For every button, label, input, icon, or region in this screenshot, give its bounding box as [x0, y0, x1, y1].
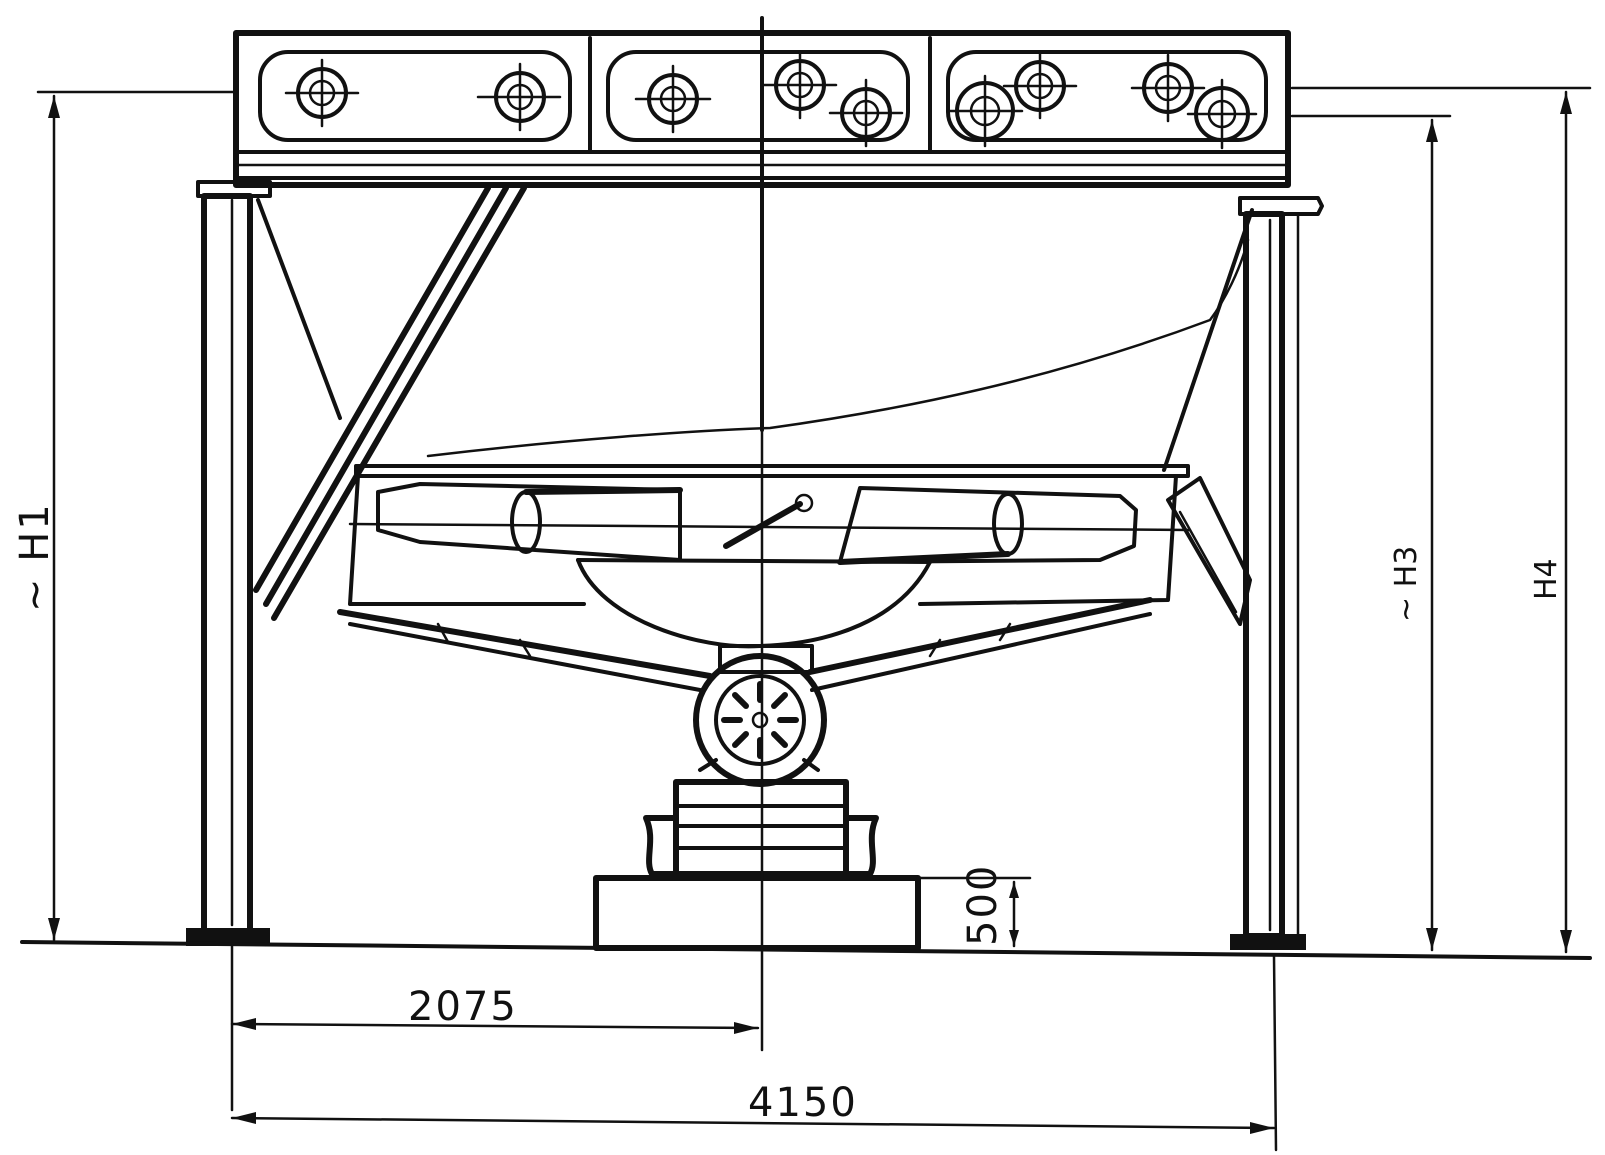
dimension-label-h3: ~ H3 [1389, 546, 1424, 622]
dimension-h3: ~ H3 [1290, 114, 1452, 952]
hopper [348, 238, 1250, 606]
side-chute [1166, 476, 1252, 626]
dimension-label-h1: ~ H1 [12, 502, 58, 612]
motor-icon [946, 74, 1024, 148]
motor-icon [284, 58, 360, 128]
motor-icon [634, 64, 712, 134]
dimension-4150: 4150 [230, 954, 1278, 1152]
wheel-spokes [721, 681, 799, 759]
dimension-label-h4: H4 [1529, 558, 1564, 600]
motor-icon [1186, 78, 1258, 150]
motor-icon [762, 50, 838, 120]
foundation-block [593, 875, 921, 951]
right-column [1230, 196, 1324, 950]
dimension-h1: ~ H1 [12, 90, 238, 942]
dimension-label-2075: 2075 [408, 984, 518, 1030]
dimension-500: 500 [916, 864, 1032, 948]
dimension-label-500: 500 [960, 864, 1006, 946]
motor-icon [1002, 52, 1078, 120]
sieve-body [348, 482, 1192, 649]
ground-line [20, 940, 1592, 960]
dimension-2075: 2075 [230, 944, 760, 1112]
support-arms [337, 597, 1153, 692]
motor-icon [476, 62, 562, 132]
dimension-label-4150: 4150 [748, 1080, 858, 1126]
drive-wheel [693, 644, 827, 787]
motor-symbols [284, 50, 1258, 150]
motor-icon [1130, 53, 1206, 123]
left-column [186, 180, 272, 946]
motor-icon [828, 78, 904, 148]
dimension-h4: H4 [1290, 86, 1592, 954]
diagonal-bracing [253, 185, 1254, 621]
